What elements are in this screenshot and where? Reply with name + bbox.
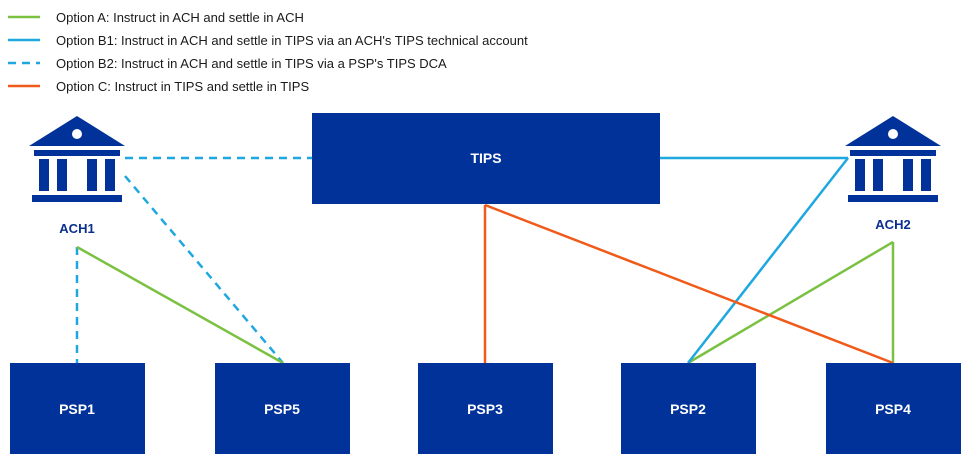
bank-building-icon (845, 116, 941, 202)
psp4-node: PSP4 (826, 363, 961, 454)
legend-label-option-b1: Option B1: Instruct in ACH and settle in… (56, 33, 528, 48)
psp2-label: PSP2 (670, 401, 706, 417)
psp1-box (10, 363, 145, 454)
legend-label-option-c: Option C: Instruct in TIPS and settle in… (56, 79, 309, 94)
ach1-node: ACH1 (29, 116, 125, 236)
psp2-node: PSP2 (621, 363, 756, 454)
legend-label-option-b2: Option B2: Instruct in ACH and settle in… (56, 56, 447, 71)
psp5-box (215, 363, 350, 454)
ach1-label: ACH1 (59, 221, 94, 236)
tips-node: TIPS (312, 113, 660, 204)
psp3-label: PSP3 (467, 401, 503, 417)
psp1-node: PSP1 (10, 363, 145, 454)
psp3-node: PSP3 (418, 363, 553, 454)
connector-c-tips-psp4 (484, 203, 894, 365)
psp1-label: PSP1 (59, 401, 95, 417)
legend: Option A: Instruct in ACH and settle in … (8, 10, 528, 94)
psp5-node: PSP5 (215, 363, 350, 454)
psp4-box (826, 363, 961, 454)
legend-label-option-a: Option A: Instruct in ACH and settle in … (56, 10, 304, 25)
psp4-label: PSP4 (875, 401, 911, 417)
connector-a-ach1-psp5 (76, 245, 284, 365)
ach2-node: ACH2 (845, 116, 941, 232)
connector-b1-ach2-psp2 (687, 157, 849, 364)
bank-building-icon (29, 116, 125, 202)
psp3-box (418, 363, 553, 454)
connector-a-ach2-psp2 (687, 240, 894, 365)
psp5-label: PSP5 (264, 401, 300, 417)
connectors (75, 156, 895, 365)
ach2-label: ACH2 (875, 217, 910, 232)
connector-b2-ach1-psp5 (124, 175, 284, 364)
psp2-box (621, 363, 756, 454)
tips-label: TIPS (470, 150, 501, 166)
tips-box (312, 113, 660, 204)
